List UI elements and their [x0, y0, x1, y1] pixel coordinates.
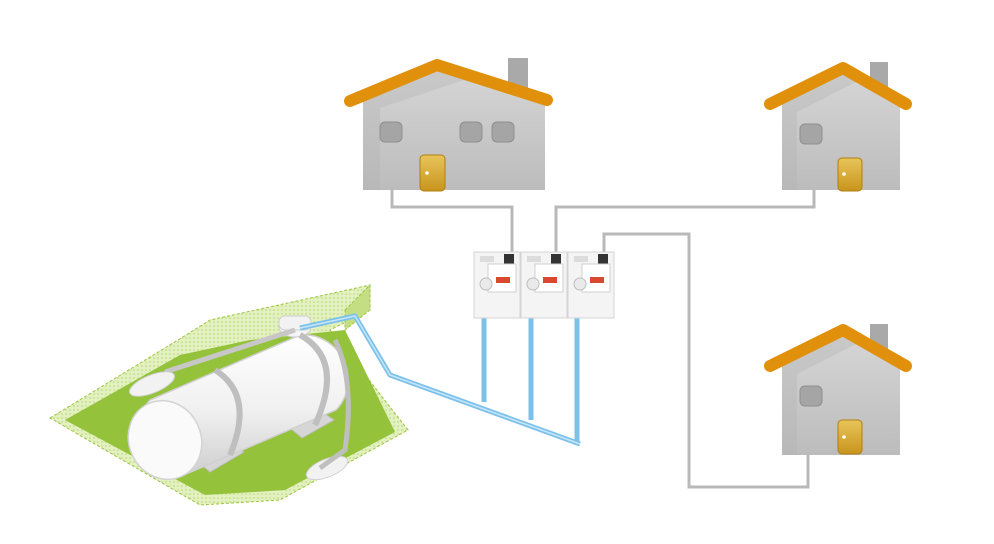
- door: [837, 419, 863, 455]
- house-wall-shadow: [363, 68, 470, 190]
- house-1: [344, 58, 553, 192]
- supply-line-house-2: [554, 190, 816, 258]
- house-3: [764, 324, 912, 455]
- window: [799, 123, 823, 145]
- door: [419, 154, 446, 192]
- window: [799, 385, 823, 407]
- main-gas-pipe-highlight: [299, 315, 581, 445]
- house-wall-shadow: [782, 72, 860, 190]
- tank-strap-1: [213, 367, 243, 457]
- tank-strap-2: [298, 332, 330, 427]
- roof: [764, 324, 912, 372]
- house-wall: [782, 72, 900, 190]
- gas-meter-1: [473, 251, 521, 319]
- window: [491, 121, 515, 143]
- door-knob: [425, 171, 429, 175]
- door: [837, 157, 863, 192]
- supply-line-house-3: [602, 232, 810, 489]
- gas-meter-2: [520, 251, 568, 319]
- window: [459, 121, 483, 143]
- house-2: [764, 62, 912, 192]
- supply-line-house-1: [390, 190, 514, 258]
- window: [379, 121, 403, 143]
- tank-end-cap: [127, 399, 203, 481]
- roof: [764, 62, 912, 110]
- anchor-weight-left: [128, 371, 176, 397]
- door-knob: [842, 172, 846, 176]
- gas-meter-3: [567, 251, 615, 319]
- gray-supply-lines: [390, 190, 816, 489]
- house-wall: [782, 334, 900, 455]
- tank-side-pipe: [318, 338, 351, 471]
- gas-meter-bank: [473, 251, 615, 319]
- house-wall-shadow: [782, 334, 860, 455]
- chimney: [508, 58, 528, 88]
- anchor-weight-right: [305, 455, 349, 481]
- roof: [344, 59, 553, 107]
- underground-tank: [127, 315, 351, 481]
- door-knob: [842, 435, 846, 439]
- house-wall: [363, 68, 545, 190]
- tank-top-bar: [164, 327, 296, 375]
